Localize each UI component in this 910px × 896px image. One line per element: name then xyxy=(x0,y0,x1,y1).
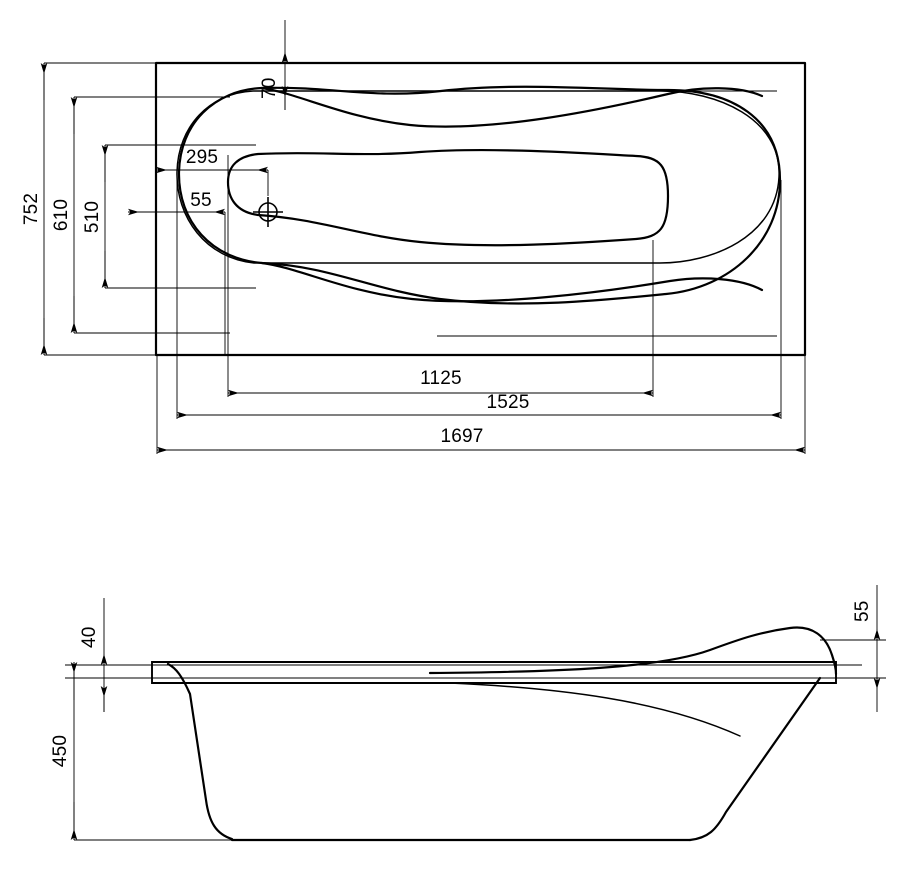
outer-rim-rectangle xyxy=(154,61,807,357)
dim-55b-label: 55 xyxy=(852,600,873,622)
rim-band xyxy=(151,661,837,684)
dim-752: 752 xyxy=(21,63,48,355)
inner-basin-outline xyxy=(226,148,670,247)
dim-1697: 1697 xyxy=(157,426,805,454)
dim-55: 55 xyxy=(128,190,225,216)
dim-40: 40 xyxy=(79,598,108,712)
dim-295-label: 295 xyxy=(186,147,218,168)
dim-450-label: 450 xyxy=(50,735,71,767)
dim-1697-label: 1697 xyxy=(440,426,483,447)
drain-hole xyxy=(253,197,283,227)
dim-1525-label: 1525 xyxy=(486,392,529,413)
dim-40-label: 40 xyxy=(79,626,100,648)
bottom-sweep-line xyxy=(260,261,764,303)
top-view-group: 70 752 610 510 xyxy=(21,20,807,454)
inner-rim-contour xyxy=(176,90,780,264)
water-line xyxy=(449,682,741,737)
dim-610: 610 xyxy=(51,97,78,333)
dim-55-label: 55 xyxy=(190,190,212,211)
dim-70: 70 xyxy=(259,20,289,110)
top-sweep-line xyxy=(260,86,764,128)
dim-1525: 1525 xyxy=(177,392,781,419)
dim-70-label: 70 xyxy=(259,77,280,99)
basin-outer-outline xyxy=(177,85,782,305)
dim-295: 295 xyxy=(156,147,268,174)
dim-450: 450 xyxy=(50,662,78,840)
dim-1125: 1125 xyxy=(228,368,653,397)
side-view-group: 40 450 55 xyxy=(50,585,886,842)
dim-610-label: 610 xyxy=(51,199,72,231)
dim-1125-label: 1125 xyxy=(420,368,462,389)
dim-55b: 55 xyxy=(852,585,881,712)
dim-752-label: 752 xyxy=(21,193,42,225)
dim-510-label: 510 xyxy=(82,201,103,233)
basin-right-wall xyxy=(688,676,822,842)
headrest-bump xyxy=(428,626,838,676)
basin-left-wall xyxy=(166,662,234,841)
dim-510: 510 xyxy=(82,145,109,288)
